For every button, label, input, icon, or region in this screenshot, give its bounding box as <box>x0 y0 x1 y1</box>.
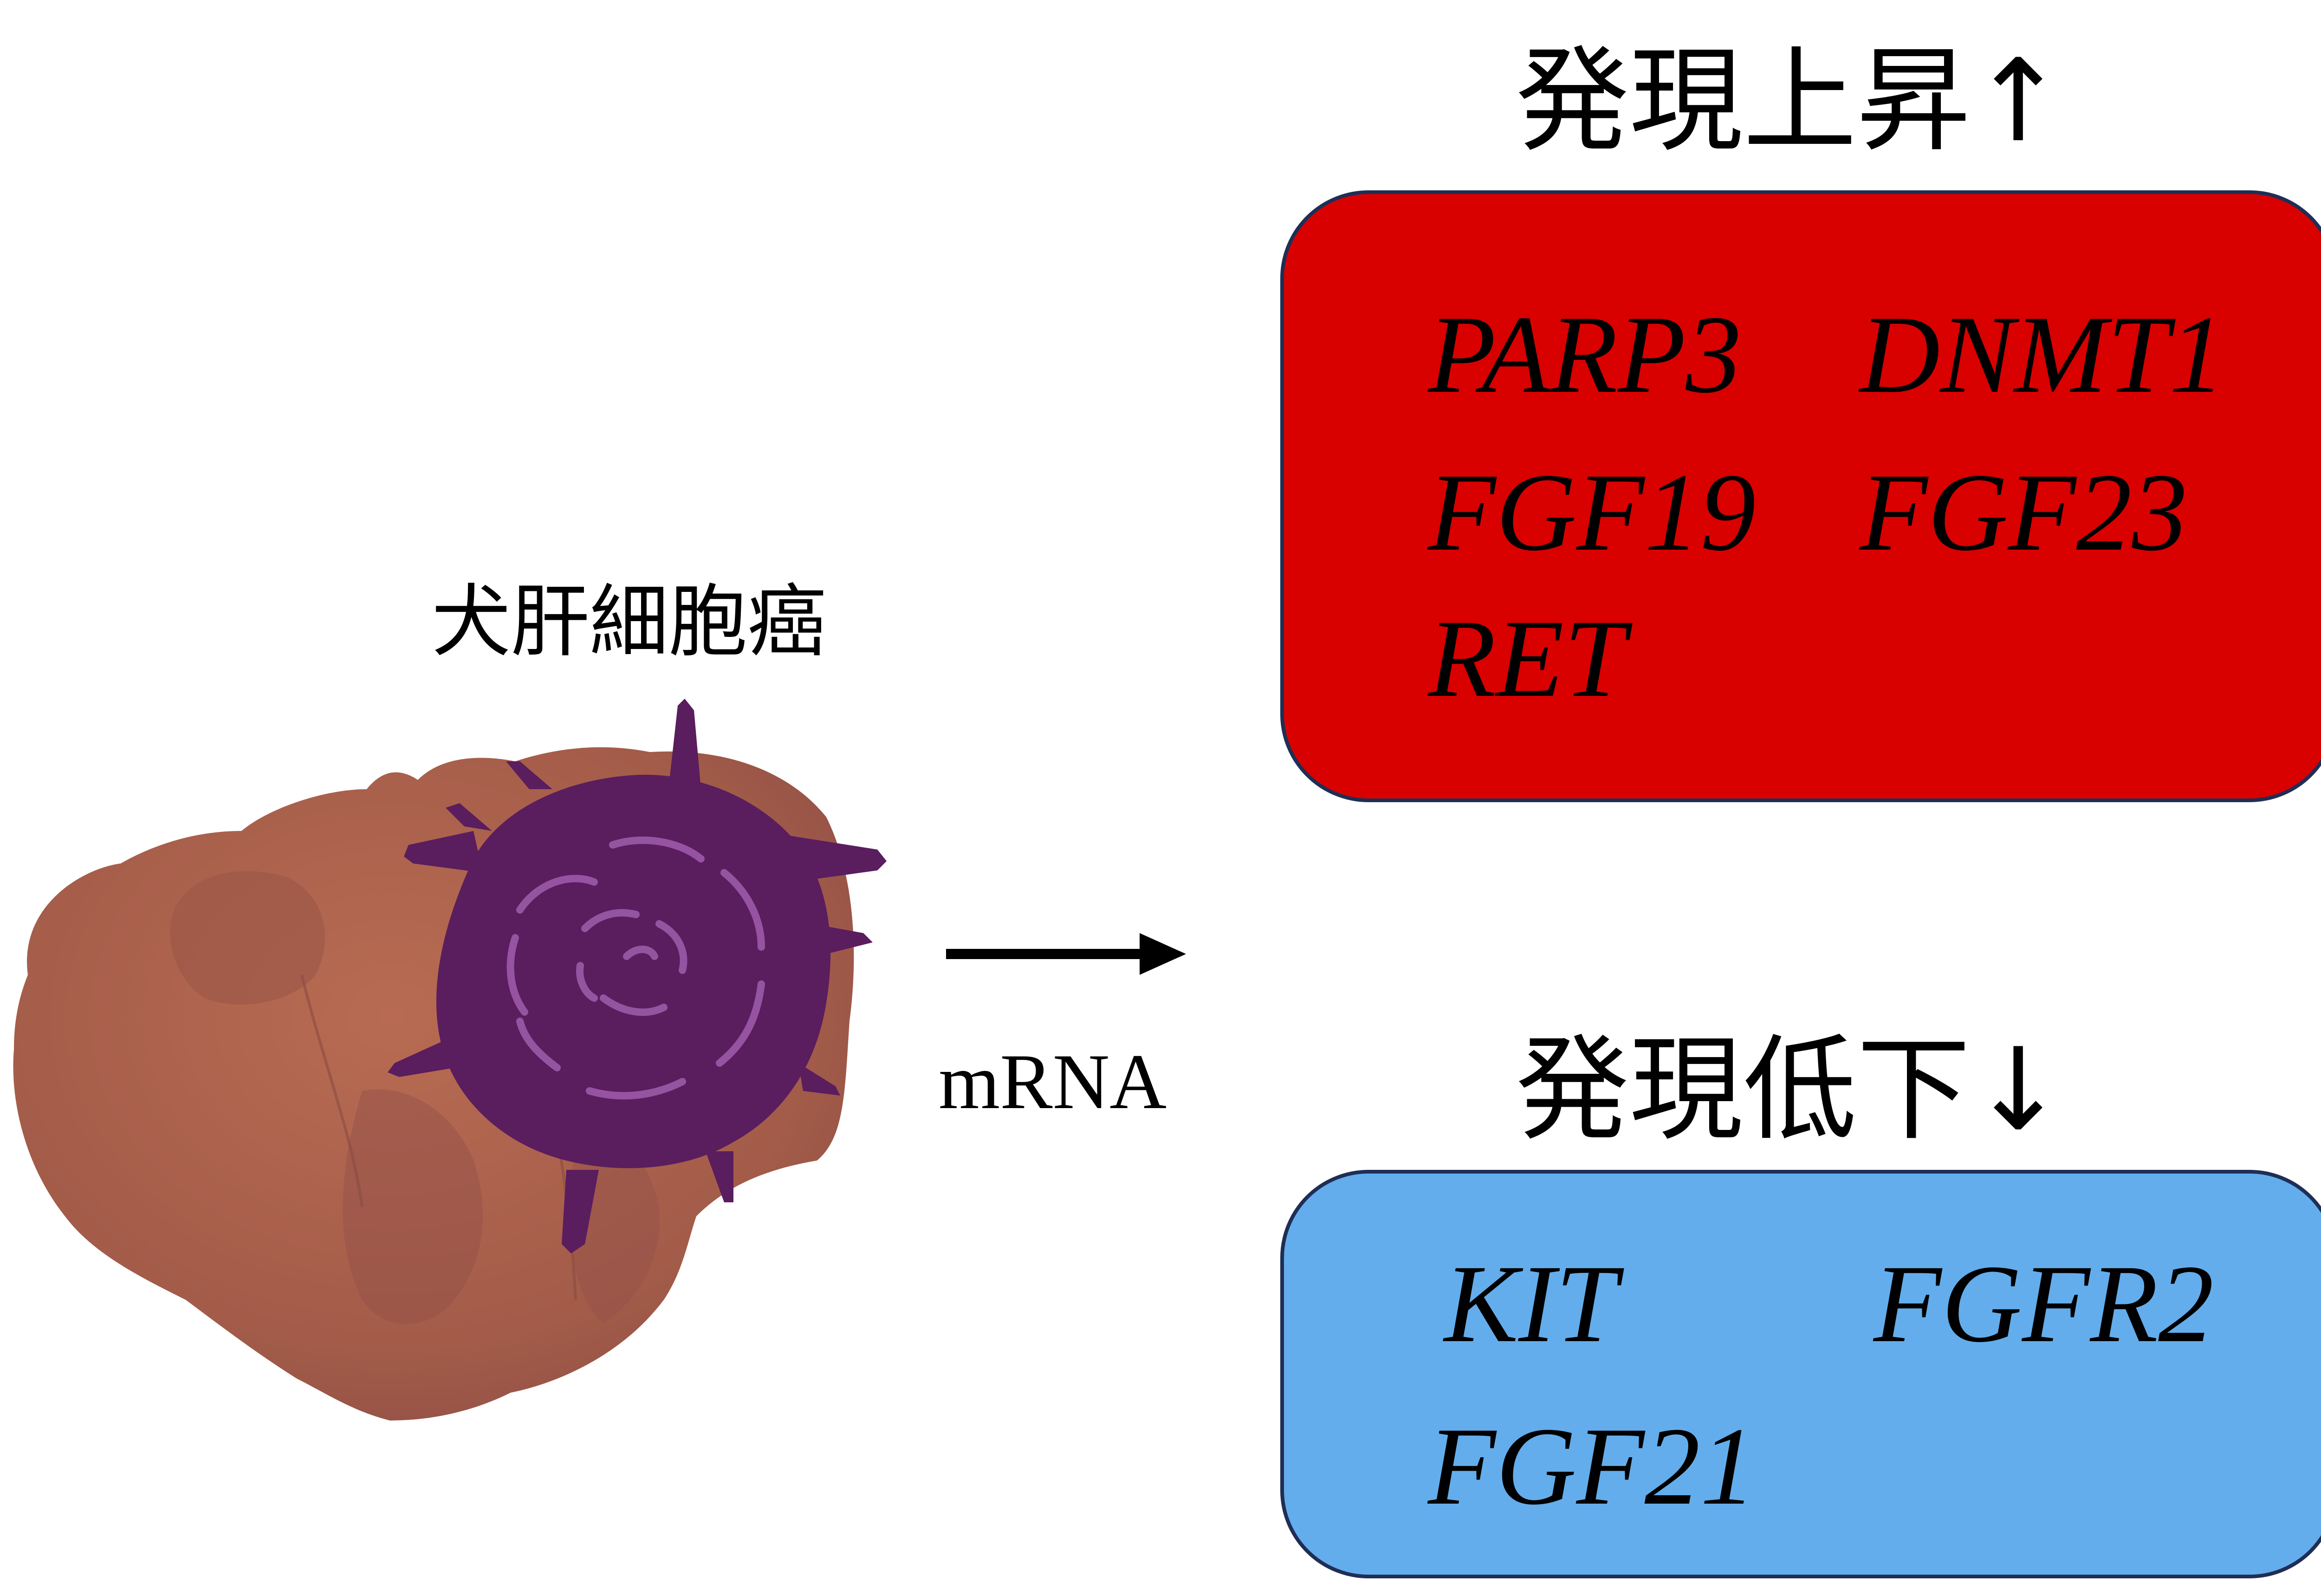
tumor-cell-icon <box>388 699 887 1253</box>
right-arrow-icon <box>946 933 1186 975</box>
upregulated-gene-box: PARP3 DNMT1 FGF19 FGF23 RET <box>1280 190 2321 802</box>
gene-label: FGF21 <box>1428 1404 1756 1528</box>
gene-label: FGF19 <box>1428 450 1756 574</box>
mrna-label: mRNA <box>939 1038 1167 1125</box>
upregulated-heading: 発現上昇↑ <box>1516 35 2066 167</box>
gene-label: DNMT1 <box>1860 292 2225 416</box>
gene-label: FGFR2 <box>1874 1242 2214 1365</box>
downregulated-heading: 発現低下↓ <box>1516 1024 2066 1156</box>
downregulated-gene-box: KIT FGFR2 FGF21 <box>1280 1170 2321 1578</box>
gene-label: FGF23 <box>1860 450 2188 574</box>
gene-label: KIT <box>1444 1242 1618 1365</box>
gene-label: PARP3 <box>1428 292 1742 416</box>
gene-label: RET <box>1428 597 1626 720</box>
tumor-label: 犬肝細胞癌 <box>432 576 827 668</box>
